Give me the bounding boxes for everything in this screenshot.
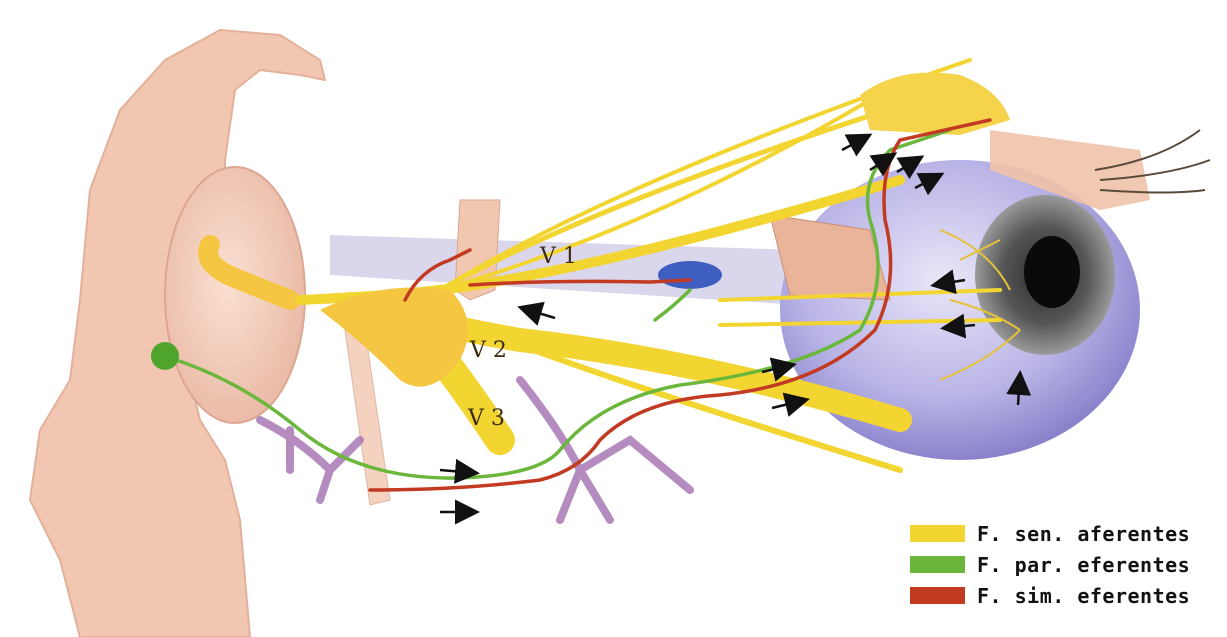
label-v2: V 2 bbox=[469, 338, 507, 363]
legend-label-parasympathetic: F. par. eferentes bbox=[977, 553, 1190, 577]
lacrimal-gland bbox=[860, 73, 1010, 136]
label-v1: V 1 bbox=[539, 244, 577, 269]
label-v3: V 3 bbox=[467, 406, 505, 431]
legend-swatch-sensory bbox=[910, 525, 965, 542]
legend: F. sen. aferentes F. par. eferentes F. s… bbox=[910, 518, 1220, 611]
legend-label-sympathetic: F. sim. eferentes bbox=[977, 584, 1190, 608]
pupil bbox=[1024, 236, 1080, 308]
trigeminal-ganglion bbox=[320, 288, 468, 387]
salivatory-nucleus bbox=[151, 342, 179, 370]
legend-row-sympathetic: F. sim. eferentes bbox=[910, 580, 1220, 611]
legend-swatch-sympathetic bbox=[910, 587, 965, 604]
legend-row-sensory: F. sen. aferentes bbox=[910, 518, 1220, 549]
legend-label-sensory: F. sen. aferentes bbox=[977, 522, 1190, 546]
ciliary-ganglion bbox=[658, 261, 722, 289]
legend-swatch-parasympathetic bbox=[910, 556, 965, 573]
legend-row-parasympathetic: F. par. eferentes bbox=[910, 549, 1220, 580]
